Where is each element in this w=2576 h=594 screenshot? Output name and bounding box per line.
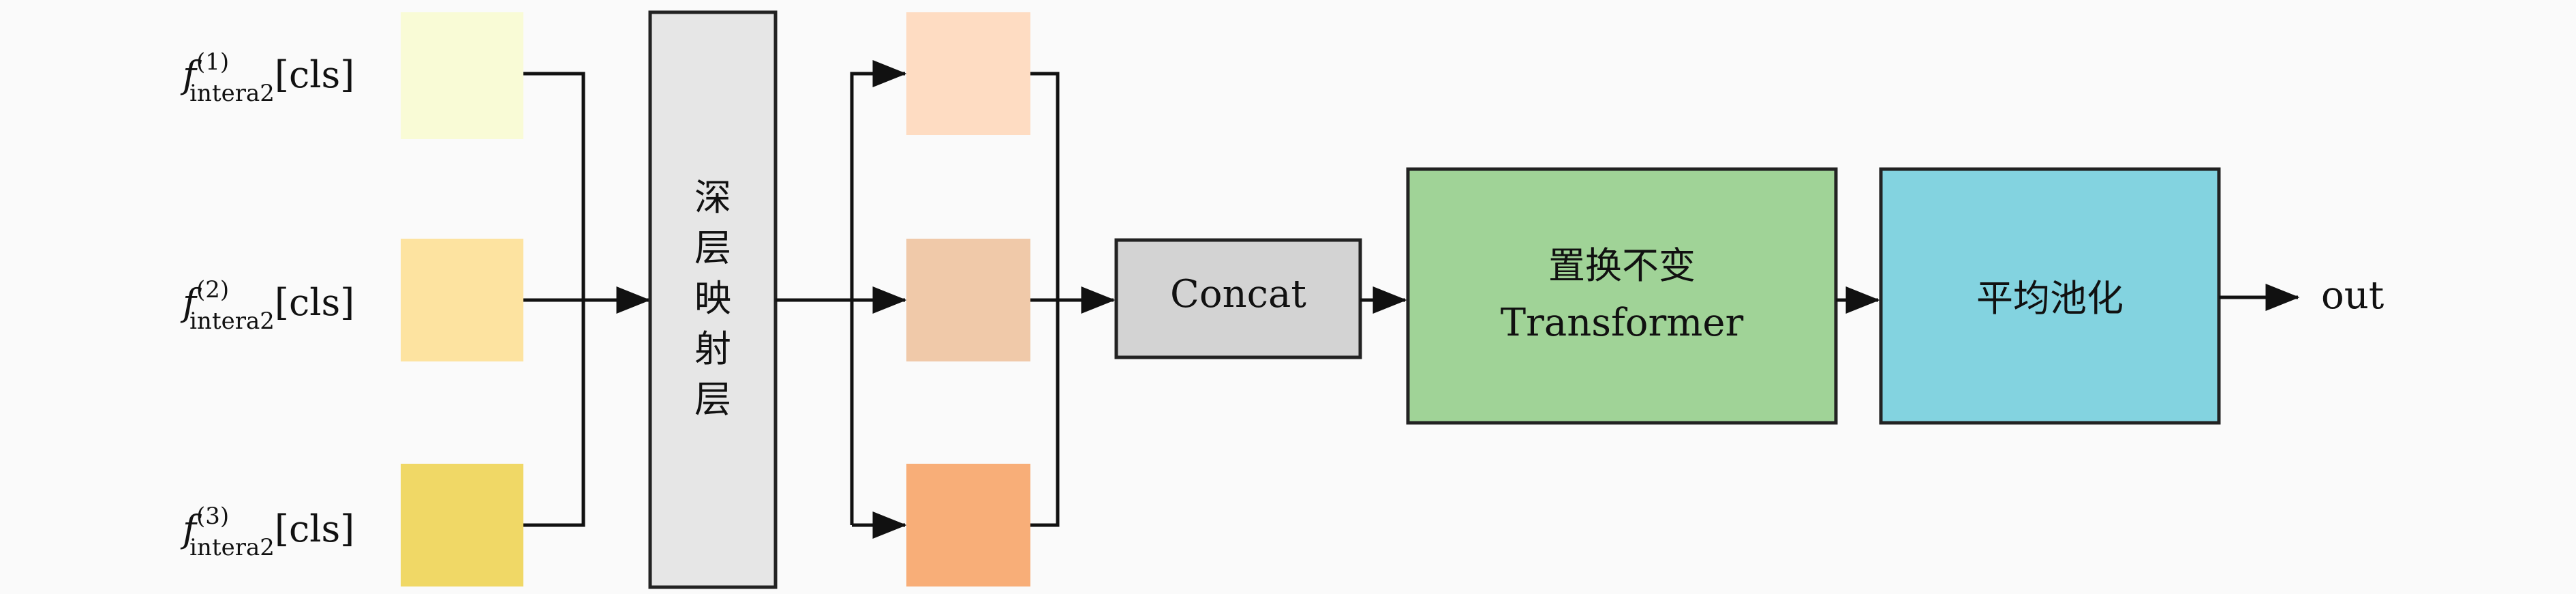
input-label-2: f(2)intera2[cls]: [180, 276, 354, 335]
mapping-layer-char-3: 映: [694, 277, 731, 320]
concat-connectors: [1030, 72, 1116, 527]
mapping-layer-char-4: 射: [694, 327, 731, 370]
mapped-feature-1: [906, 12, 1030, 135]
concat-box: [1114, 238, 1362, 359]
mapped-feature-3: [906, 464, 1030, 586]
concat-label: Concat: [1170, 272, 1306, 316]
pooling-label: 平均池化: [1976, 277, 2123, 320]
mapping-layer-char-5: 层: [694, 378, 731, 421]
input-feature-3: [401, 464, 523, 586]
mapping-connectors: [776, 60, 907, 539]
input-feature-2: [401, 239, 523, 361]
mapping-layer-char-2: 层: [694, 226, 731, 269]
mapped-feature-2: [906, 239, 1030, 361]
transformer-label-cn: 置换不变: [1548, 244, 1696, 287]
mapping-layer-char-1: 深: [694, 176, 731, 219]
input-label-3: f(3)intera2[cls]: [180, 503, 354, 561]
transformer-label-en: Transformer: [1501, 301, 1744, 345]
input-label-1: f(1)intera2[cls]: [180, 48, 354, 107]
transformer-box: [1406, 167, 1838, 425]
average-pooling-box: [1879, 167, 2221, 425]
input-feature-1: [401, 12, 523, 139]
output-label: out: [2321, 273, 2385, 318]
input-connectors: [523, 72, 651, 527]
